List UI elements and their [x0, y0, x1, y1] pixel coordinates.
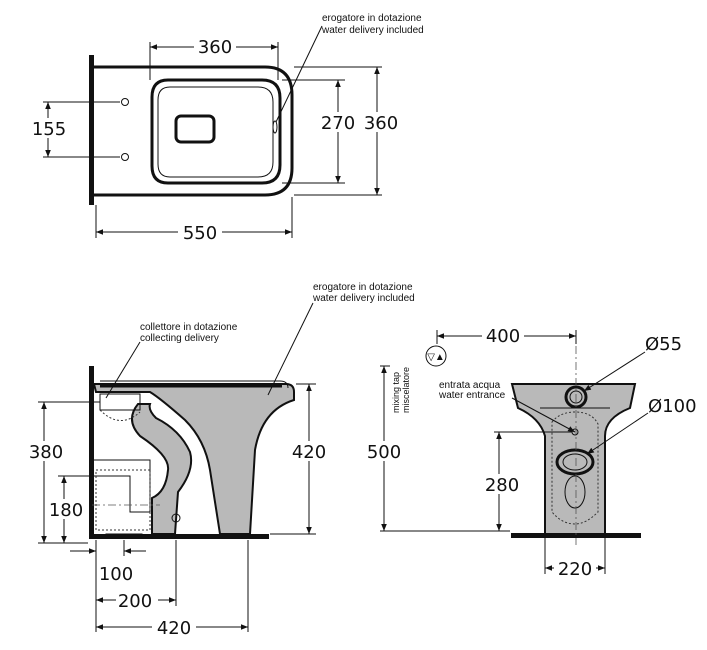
front-note-water-leader	[511, 397, 576, 433]
front-view-outlet	[555, 448, 595, 476]
front-note-water-it: entrata acqua	[439, 380, 501, 391]
front-view-base-slot	[564, 475, 586, 509]
side-view-floor	[89, 534, 269, 539]
top-view-bolt-top	[121, 98, 129, 106]
side-view-seat-top	[100, 380, 289, 389]
top-note-leader	[275, 25, 323, 123]
top-dim-width: 360	[198, 37, 232, 58]
front-dim-base-width: 220	[558, 559, 592, 580]
side-dim-depth: 420	[157, 618, 191, 639]
front-note-tap-en: mixing tap	[391, 372, 401, 413]
top-dim-inner-depth: 270	[321, 113, 355, 134]
top-view-bolt-bottom	[121, 153, 129, 161]
front-view: 400 Ø55 Ø100 entrata acqua water entranc…	[364, 326, 697, 580]
front-dim-outlet-height: 280	[485, 475, 519, 496]
side-note-delivery-en: water delivery included	[312, 293, 415, 304]
front-dim-width: 400	[486, 326, 520, 347]
side-view-floor-flange	[105, 533, 143, 539]
front-note-tap-it: miscelatore	[401, 367, 411, 413]
top-dim-outer-depth: 360	[364, 113, 398, 134]
side-dim-outlet-height: 180	[49, 500, 83, 521]
side-view-wall	[89, 366, 94, 538]
side-view-body	[92, 383, 295, 535]
side-note-collect-it: collettore in dotazione	[140, 322, 238, 333]
side-view-fixing-hole	[171, 513, 181, 523]
side-note-collect-en: collecting delivery	[140, 333, 219, 344]
side-view-collector-pipe	[99, 409, 141, 421]
front-view-body	[510, 383, 637, 535]
top-dim-length: 550	[183, 223, 217, 244]
side-view-collector	[99, 393, 141, 411]
top-view-wall	[89, 55, 94, 205]
side-view-outlet-pipe	[94, 459, 151, 513]
top-view-water-delivery	[272, 120, 278, 134]
top-dim-bolt-spacing: 155	[32, 119, 66, 140]
front-view-trap-outline	[551, 411, 599, 525]
side-dim-outlet-offset: 100	[99, 564, 133, 585]
side-view-outlet-sleeve	[95, 469, 151, 531]
top-note-it: erogatore in dotazione	[322, 13, 422, 24]
front-view-outlet-inner	[562, 453, 588, 471]
front-dim-outlet-dia: Ø100	[648, 396, 697, 417]
side-dim-height: 420	[292, 442, 326, 463]
front-dim-height: 500	[367, 442, 401, 463]
top-view: 360 155 270 360 550 erogatore in dotazio…	[30, 13, 424, 244]
front-view-floor	[511, 533, 641, 538]
top-note-en: water delivery included	[321, 25, 424, 36]
front-dim-tap-dia: Ø55	[645, 334, 682, 355]
top-view-bowl-outer	[150, 78, 282, 185]
front-dim-outlet-leader	[586, 412, 649, 455]
top-view-drain	[174, 114, 216, 144]
side-note-delivery-it: erogatore in dotazione	[313, 282, 413, 293]
side-note-delivery-leader	[267, 302, 314, 396]
front-dim-tap-leader	[583, 351, 646, 392]
side-view: 420 380 180 100 200 420 erogatore in dot…	[26, 282, 415, 639]
front-symbol-circle	[425, 345, 447, 367]
side-dim-axis: 200	[118, 591, 152, 612]
front-note-water-en: water entrance	[438, 390, 506, 401]
side-note-collect-leader	[105, 341, 141, 399]
top-view-bowl-inner	[157, 86, 274, 178]
front-symbol: ▽▲	[427, 352, 445, 363]
side-view-trap	[131, 403, 193, 535]
top-view-outline	[94, 65, 294, 197]
side-dim-inlet-height: 380	[29, 442, 63, 463]
